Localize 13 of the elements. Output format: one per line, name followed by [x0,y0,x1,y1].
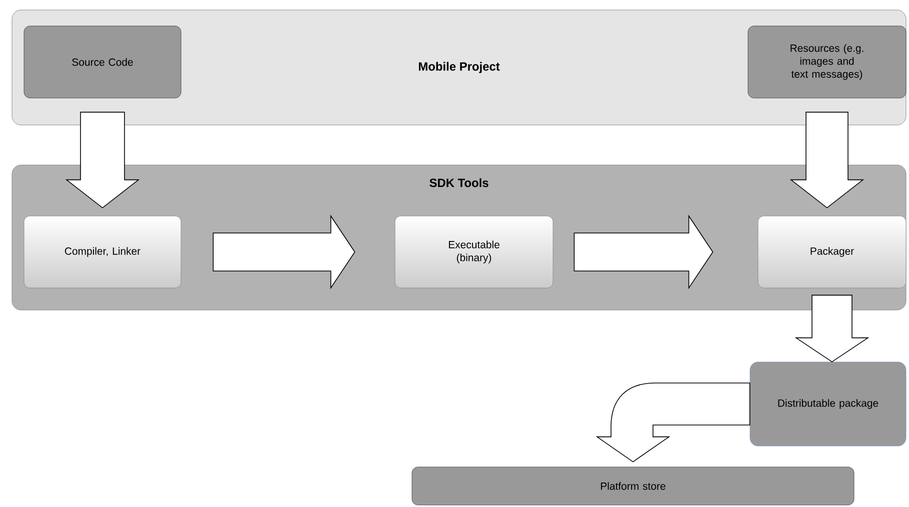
block-arrow [212,214,356,290]
process-box: Compiler, Linker [24,216,182,288]
block-arrow [790,112,864,208]
process-box: Resources (e.g. images and text messages) [748,26,906,98]
block-arrow [574,214,714,290]
block-arrow [65,112,140,208]
process-box: Platform store [412,466,854,506]
process-box: Packager [758,216,906,288]
block-arrow [794,294,870,362]
process-box: Source Code [24,26,182,98]
block-arrow [596,382,750,462]
process-box: Distributable package [750,362,906,446]
process-box: Executable (binary) [394,216,554,288]
